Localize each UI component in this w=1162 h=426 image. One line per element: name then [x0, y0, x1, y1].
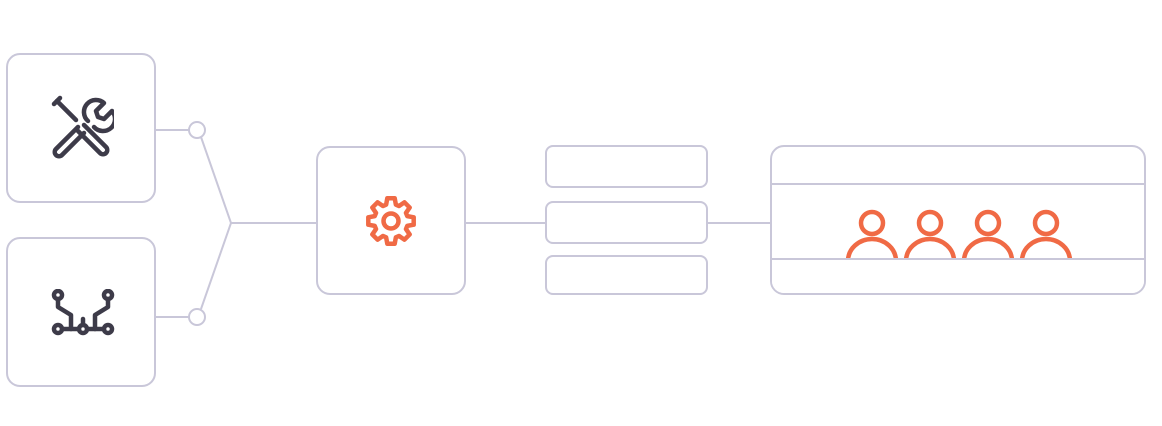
panel-top-rule [772, 183, 1144, 185]
junction-dot-bottom [188, 308, 206, 326]
person-icon [1019, 209, 1073, 261]
audience-panel [770, 145, 1146, 295]
stack-item-2 [545, 201, 708, 244]
stack-item-3 [545, 255, 708, 295]
wrench-screwdriver-icon [51, 95, 114, 159]
person-icon [903, 209, 957, 261]
circuit-nodes-icon [51, 289, 115, 336]
network-box [6, 237, 156, 387]
people-group [845, 209, 1073, 261]
tools-box [6, 53, 156, 203]
panel-bottom-rule [772, 258, 1144, 293]
processor-box [316, 146, 466, 295]
gear-icon [366, 196, 416, 246]
person-icon [845, 209, 899, 261]
junction-dot-top [188, 121, 206, 139]
person-icon [961, 209, 1015, 261]
stack-item-1 [545, 145, 708, 188]
merge-connector [200, 136, 233, 310]
